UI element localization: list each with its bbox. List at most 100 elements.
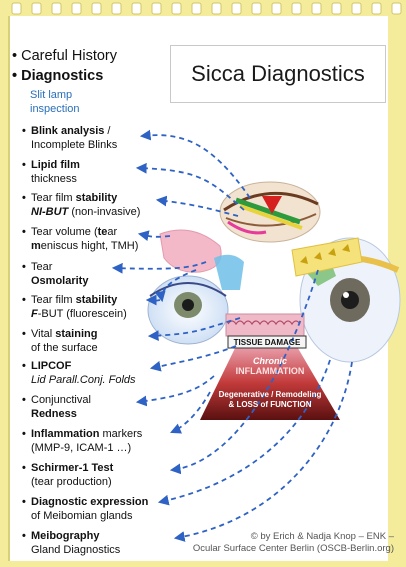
slit-lamp-line2: inspection <box>30 103 80 115</box>
text-segment: ar <box>107 226 118 238</box>
bullet: • <box>22 530 26 542</box>
diagnostic-item-line: Tear film stability <box>31 293 181 307</box>
dashed-arrow <box>157 359 331 506</box>
diagnostic-item-line: Lipid film <box>31 158 181 172</box>
slit-lamp-line1: Slit lamp <box>30 89 73 101</box>
copyright: © by Erich & Nadja Knop – ENK – Ocular S… <box>150 531 394 555</box>
text-segment: Meibography <box>31 530 100 542</box>
bullet: • <box>22 428 26 440</box>
text-segment: te <box>97 226 108 238</box>
dashed-arrow <box>149 345 237 372</box>
dashed-arrow <box>111 261 207 274</box>
diagnostic-item-line: Lid Parall.Conj. Folds <box>31 373 181 387</box>
spiral-ring <box>171 2 182 15</box>
bullet: • <box>22 496 26 508</box>
spiral-ring <box>11 2 22 15</box>
text-segment: Conjunctival <box>31 394 91 406</box>
text-segment: Incomplete Blinks <box>31 139 118 151</box>
margin-rule <box>8 16 10 561</box>
text-segment: (tear production) <box>31 476 112 488</box>
text-segment: thickness <box>31 173 77 185</box>
dashed-arrow <box>169 269 319 475</box>
spiral-binding <box>11 2 402 15</box>
diagnostic-item-text: Schirmer-1 Test (tear production) <box>31 461 181 489</box>
bullet: • <box>22 125 26 137</box>
text-segment: m <box>31 240 41 252</box>
tissue-damage-label: TISSUE DAMAGE <box>233 338 301 347</box>
diagnostic-item-line: Meibography <box>31 529 181 543</box>
diagnostic-item-line: Inflammation markers <box>31 427 181 441</box>
spiral-ring <box>371 2 382 15</box>
text-segment: Osmolarity <box>31 275 89 287</box>
tissue-strip-illustration <box>225 313 305 337</box>
text-segment: eniscus hight, TMH) <box>40 240 139 252</box>
text-segment: Tear <box>31 261 53 273</box>
text-segment: NI-BUT <box>31 206 69 218</box>
diagnostic-item-text: Blink analysis /Incomplete Blinks <box>31 124 181 152</box>
dashed-arrow <box>147 317 241 342</box>
bullet: • <box>22 394 26 406</box>
diagnostic-item-line: Tear volume (tear <box>31 225 181 239</box>
diagnostic-item-line: F-BUT (fluorescein) <box>31 307 181 321</box>
damage-pyramid <box>200 335 340 420</box>
diagnostic-item-line: meniscus hight, TMH) <box>31 239 181 253</box>
text-segment: (non-invasive) <box>68 206 141 218</box>
eyelid-illustration <box>219 181 321 243</box>
text-segment: Redness <box>31 408 77 420</box>
bullet: • <box>22 192 26 204</box>
diagnostic-item-text: Lipid film thickness <box>31 158 181 186</box>
diagnostic-item-line: Vital staining <box>31 327 181 341</box>
text-segment: of the surface <box>31 342 98 354</box>
spiral-ring <box>271 2 282 15</box>
spiral-ring <box>231 2 242 15</box>
text-segment: stability <box>75 192 118 204</box>
dashed-arrow <box>170 391 211 434</box>
diagnostic-item-line: of the surface <box>31 341 181 355</box>
dashed-arrow <box>137 230 171 241</box>
spiral-ring <box>111 2 122 15</box>
text-segment: LIPCOF <box>31 360 72 372</box>
text-segment: Tear film <box>31 192 76 204</box>
diagnostic-item-line: Redness <box>31 407 181 421</box>
top-item-history: • Careful History <box>12 48 117 64</box>
top-item-diagnostics: • Diagnostics <box>12 68 104 84</box>
text-segment: Inflammation <box>31 428 100 440</box>
text-segment: Diagnostic expression <box>31 496 149 508</box>
diagnostic-item-line: Gland Diagnostics <box>31 543 181 557</box>
top-list: • Careful History • Diagnostics <box>12 46 117 86</box>
diagnostic-item-text: Inflammation markers(MMP-9, ICAM-1 …) <box>31 427 181 455</box>
diagnostic-item-line: of Meibomian glands <box>31 509 181 523</box>
text-segment: Lipid film <box>31 159 80 171</box>
page-title: Sicca Diagnostics <box>191 61 365 86</box>
diagnostic-item-line: Diagnostic expression <box>31 495 181 509</box>
spiral-ring <box>291 2 302 15</box>
text-segment: Vital <box>31 328 56 340</box>
diagnostic-item-line: NI-BUT (non-invasive) <box>31 205 181 219</box>
bullet: • <box>22 261 26 273</box>
spiral-ring <box>191 2 202 15</box>
diagnostic-item-line: Incomplete Blinks <box>31 138 181 152</box>
spiral-ring <box>351 2 362 15</box>
text-segment: Tear volume ( <box>31 226 98 238</box>
chronic-label: Chronic <box>252 356 287 366</box>
loss-of-function-label: & LOSS of FUNCTION <box>228 400 312 409</box>
copyright-line2: Ocular Surface Center Berlin (OSCB-Berli… <box>192 543 394 554</box>
text-segment: Schirmer-1 Test <box>31 462 114 474</box>
text-segment: Gland Diagnostics <box>31 544 121 556</box>
spiral-ring <box>91 2 102 15</box>
diagnostic-item-line: Osmolarity <box>31 274 181 288</box>
dashed-arrow <box>173 361 353 542</box>
bullet: • <box>22 159 26 171</box>
text-segment: Lid Parall.Conj. Folds <box>31 374 136 386</box>
diagnostic-item-line: thickness <box>31 172 181 186</box>
spiral-ring <box>311 2 322 15</box>
text-segment: markers <box>99 428 143 440</box>
